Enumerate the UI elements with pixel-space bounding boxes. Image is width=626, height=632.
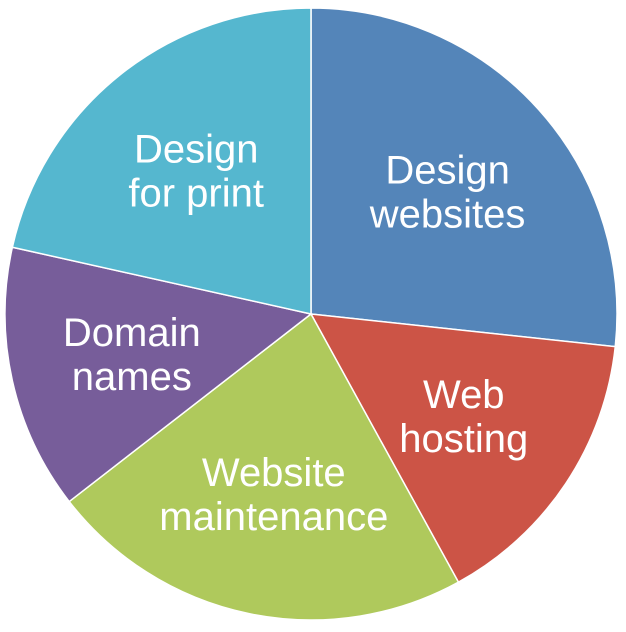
slice-label-line: websites [369,192,526,236]
pie-slices [4,7,618,621]
slice-design-for-print [11,7,312,315]
slice-label-line: for print [128,172,264,216]
slice-label-line: Design [385,148,510,192]
slice-design-websites [310,7,618,348]
slice-label-line: Design [134,128,259,172]
slice-label-line: hosting [399,417,528,461]
slice-website-maintenance [68,312,460,621]
slice-label-line: maintenance [159,495,388,539]
slice-domain-names [4,246,313,503]
slice-label-line: Web [423,373,505,417]
slice-label-line: Website [202,451,346,495]
slice-label-line: Domain [63,311,201,355]
slice-label-line: names [72,355,192,399]
slice-web-hosting [309,313,617,584]
